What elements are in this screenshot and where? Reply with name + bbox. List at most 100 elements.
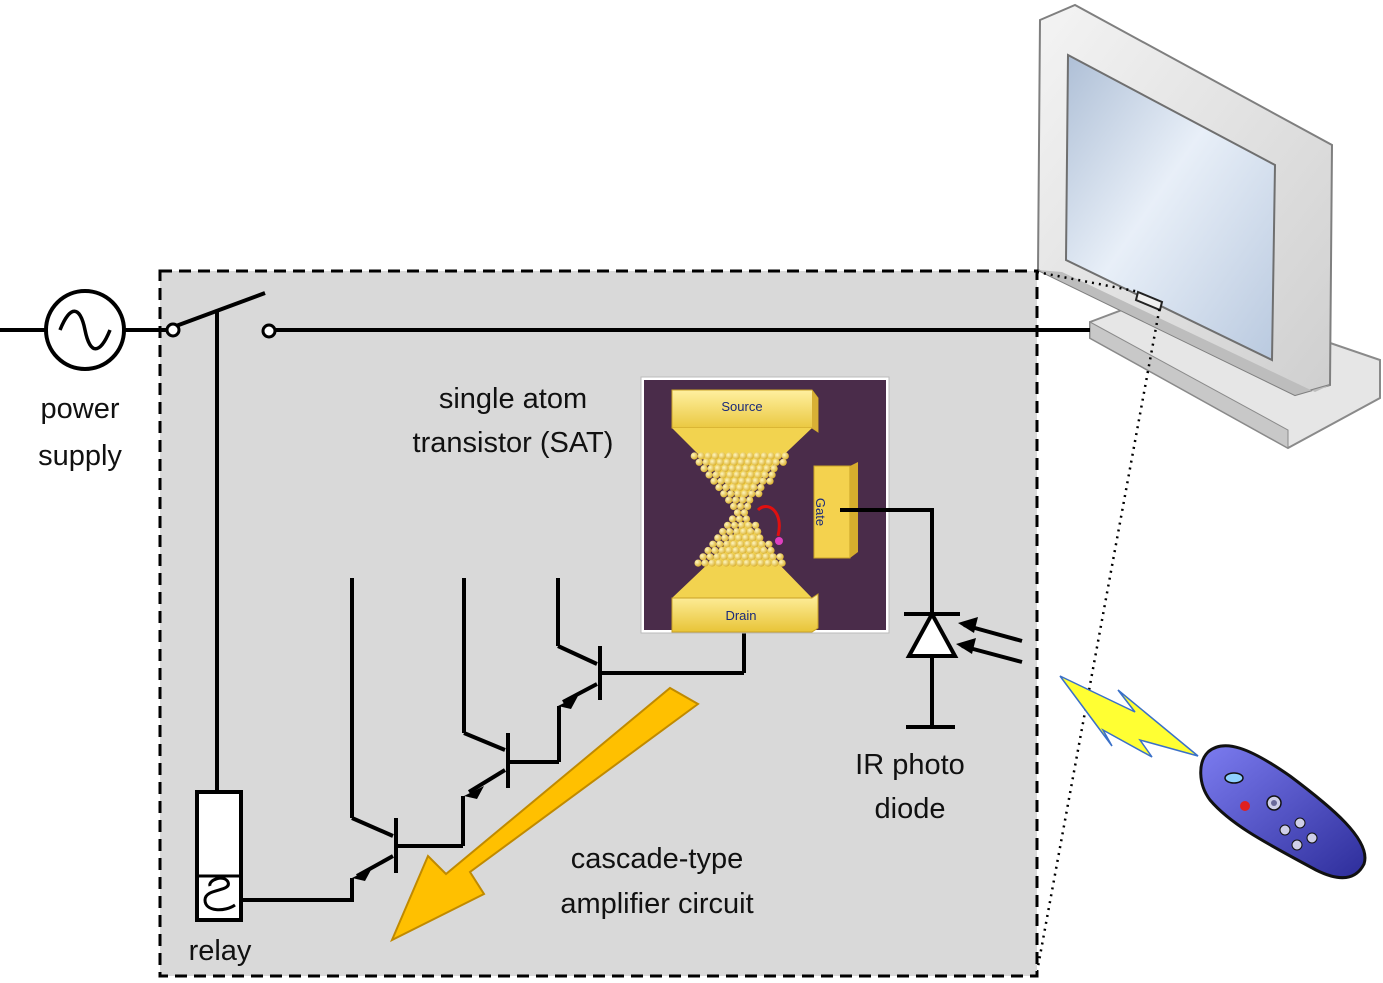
- atom: [727, 553, 735, 561]
- atom: [737, 502, 745, 510]
- atom: [727, 490, 735, 498]
- cascade-amplifier: [241, 578, 746, 902]
- atom: [752, 477, 760, 485]
- atom: [705, 471, 713, 479]
- atom: [751, 458, 759, 466]
- atom: [720, 553, 728, 561]
- atom: [715, 483, 723, 492]
- atom: [721, 534, 729, 542]
- relay-label: relay: [189, 935, 252, 967]
- photodiode-circuit: [840, 508, 955, 729]
- atom: [749, 465, 757, 473]
- atom: [754, 471, 762, 479]
- t2-emitter-arrowhead: [464, 786, 484, 799]
- atom: [762, 553, 770, 561]
- atom: [728, 465, 736, 473]
- atom: [709, 540, 717, 548]
- atom: [755, 490, 763, 498]
- atom: [737, 540, 745, 548]
- atom: [718, 546, 726, 555]
- atom: [710, 477, 718, 485]
- atom: [761, 471, 769, 479]
- atom: [716, 540, 724, 548]
- sat-drain-label: Drain: [725, 608, 756, 623]
- atom: [742, 465, 750, 473]
- atom: [730, 540, 738, 548]
- atom: [712, 471, 720, 479]
- atom: [746, 546, 754, 555]
- atom: [697, 452, 705, 460]
- atom: [760, 546, 768, 555]
- atom: [753, 546, 761, 555]
- sat-label-line1: single atom: [439, 383, 587, 415]
- atom: [746, 452, 754, 460]
- atom: [748, 490, 756, 498]
- atom: [720, 490, 728, 498]
- atom: [741, 490, 749, 498]
- atom: [767, 546, 775, 555]
- atom: [707, 465, 715, 473]
- atom: [757, 483, 765, 492]
- tv-monitor: [1036, 3, 1381, 450]
- atom: [725, 496, 733, 504]
- atom: [758, 458, 766, 466]
- atom: [752, 521, 760, 529]
- atom: [715, 559, 723, 567]
- atom: [729, 559, 737, 567]
- atom: [694, 559, 702, 567]
- atom: [725, 452, 733, 460]
- circuit-panel: [158, 269, 1039, 978]
- atom: [768, 471, 776, 479]
- atom: [724, 521, 732, 529]
- atom: [739, 452, 747, 460]
- drain-electrode: [671, 593, 819, 633]
- power-line: [0, 291, 1090, 332]
- relay: [195, 790, 243, 922]
- atom: [735, 534, 743, 542]
- atom: [742, 515, 751, 523]
- atom: [747, 528, 755, 536]
- atom: [690, 452, 698, 460]
- atom: [759, 477, 767, 485]
- atom: [700, 465, 708, 473]
- ir-photodiode-symbol: [904, 609, 1023, 664]
- tv-screen: [1064, 53, 1277, 362]
- atom: [760, 452, 768, 460]
- atom: [728, 534, 736, 542]
- atom: [772, 458, 780, 466]
- projection-line-bottom: [1035, 305, 1162, 973]
- atom: [751, 540, 759, 548]
- atom: [734, 553, 742, 561]
- atom: [706, 553, 714, 561]
- atom: [744, 540, 752, 548]
- power-supply-label-line1: power: [41, 393, 120, 425]
- atom: [721, 465, 729, 473]
- atom: [723, 458, 731, 466]
- atom: [730, 502, 738, 510]
- atom: [744, 458, 752, 466]
- atom: [732, 546, 740, 555]
- atom: [729, 483, 737, 492]
- atom: [742, 534, 750, 542]
- atom: [709, 458, 717, 466]
- atom: [722, 483, 730, 492]
- atom: [733, 471, 741, 479]
- atom: [755, 553, 763, 561]
- atom: [749, 534, 757, 542]
- atom: [770, 465, 778, 473]
- amplifier-label-line2: amplifier circuit: [560, 888, 753, 920]
- t1-emitter-arrowhead: [352, 868, 372, 881]
- atom: [745, 521, 753, 529]
- atom: [747, 471, 755, 479]
- atom: [781, 452, 789, 460]
- atom: [756, 534, 764, 542]
- atom: [765, 540, 773, 548]
- atom: [750, 559, 758, 567]
- atom: [774, 452, 782, 460]
- atom: [733, 528, 741, 536]
- atom: [724, 477, 732, 485]
- atom: [733, 509, 742, 517]
- atom: [779, 458, 787, 466]
- atom: [738, 521, 746, 529]
